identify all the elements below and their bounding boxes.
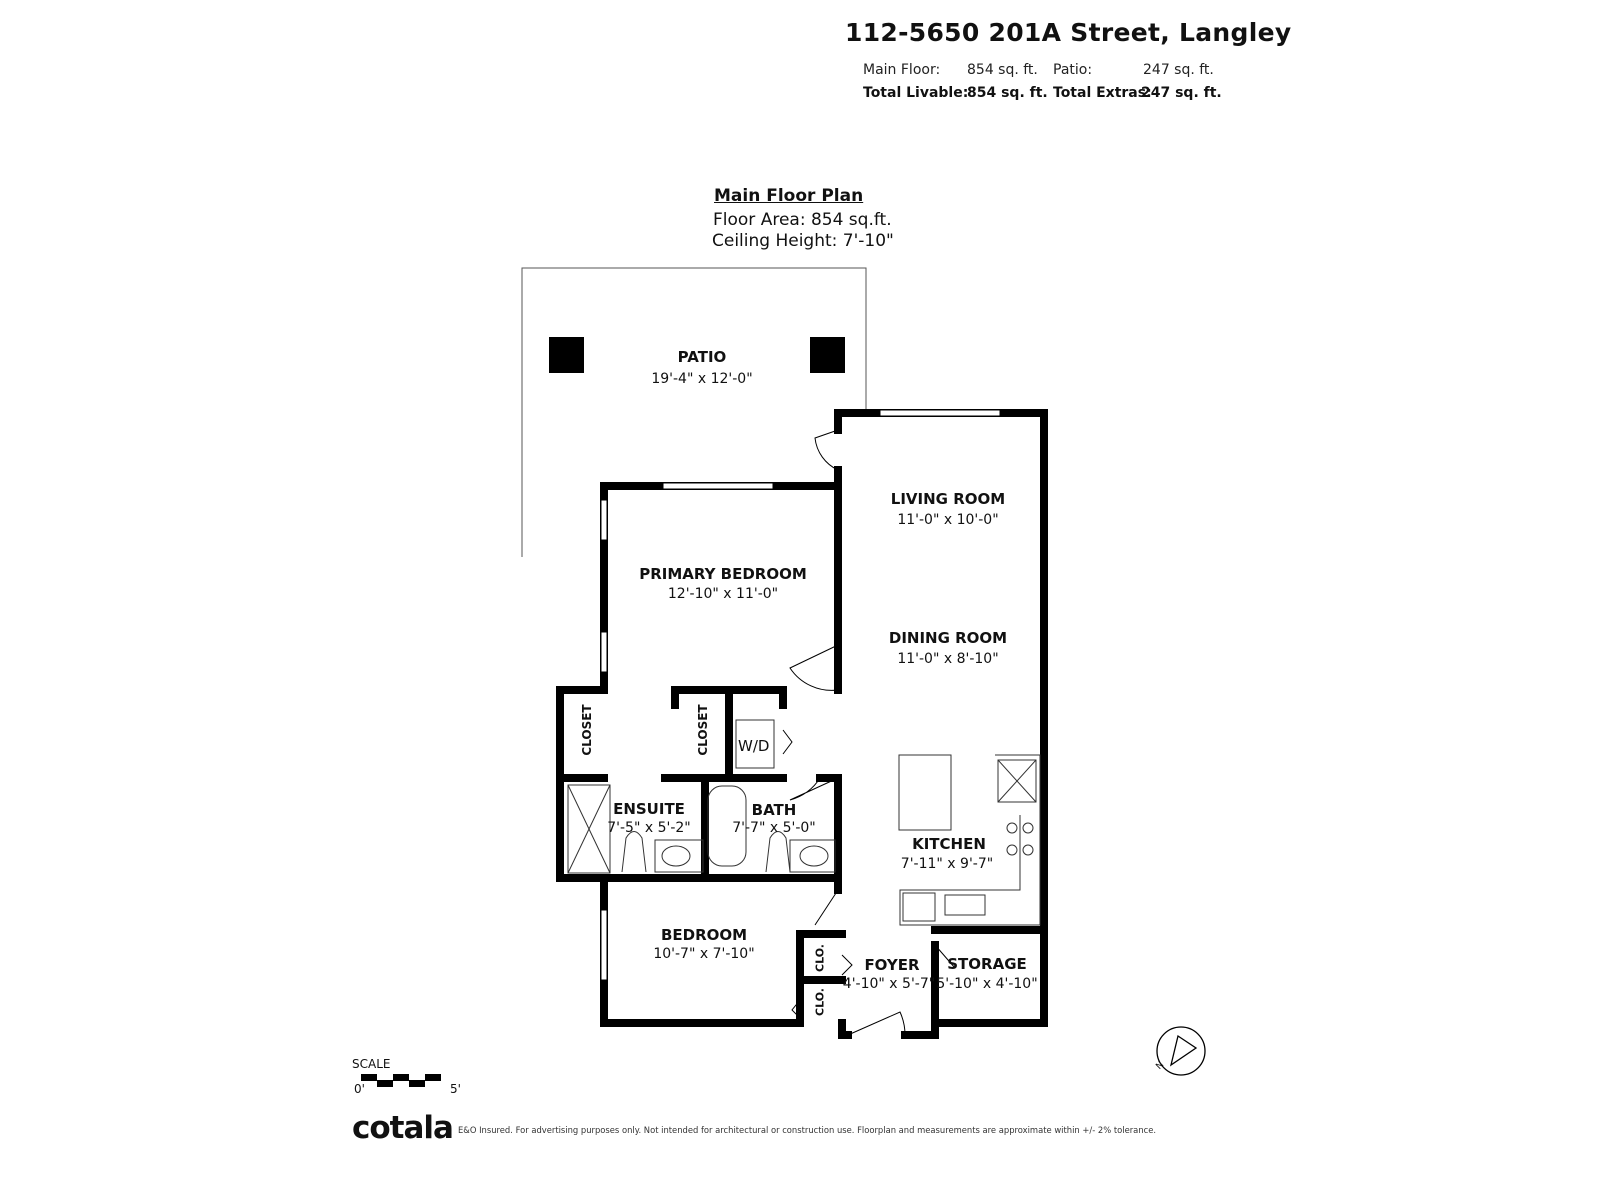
room-name-bedroom: BEDROOM bbox=[660, 926, 748, 944]
room-name-wd: W/D bbox=[738, 737, 770, 755]
ensuite-toilet bbox=[621, 831, 647, 873]
room-dim-primary: 12'-10" x 11'-0" bbox=[667, 586, 779, 602]
room-name-closet-1: CLOSET bbox=[580, 704, 594, 756]
fixtures bbox=[567, 719, 1041, 926]
room-name-primary: PRIMARY BEDROOM bbox=[639, 565, 807, 583]
total-livable-value: 854 sq. ft. bbox=[967, 85, 1048, 101]
patio-column bbox=[549, 337, 584, 373]
total-livable-label: Total Livable: bbox=[863, 85, 969, 101]
total-extras-value: 247 sq. ft. bbox=[1141, 85, 1222, 101]
floor-area: Floor Area: 854 sq.ft. bbox=[713, 210, 892, 230]
room-name-ensuite: ENSUITE bbox=[613, 800, 685, 818]
room-name-bath: BATH bbox=[751, 801, 797, 819]
room-dim-patio: 19'-4" x 12'-0" bbox=[651, 371, 753, 387]
room-name-clo-2: CLO. bbox=[813, 988, 827, 1016]
ceiling-height: Ceiling Height: 7'-10" bbox=[712, 231, 894, 251]
shower bbox=[567, 784, 611, 874]
bath-toilet bbox=[765, 831, 791, 873]
room-dim-bedroom: 10'-7" x 7'-10" bbox=[653, 946, 755, 962]
bath-sink bbox=[789, 839, 836, 873]
stove bbox=[1006, 822, 1034, 856]
room-name-storage: STORAGE bbox=[947, 955, 1027, 973]
total-extras-label: Total Extras: bbox=[1053, 85, 1152, 101]
room-name-dining: DINING ROOM bbox=[888, 629, 1008, 647]
room-dim-dining: 11'-0" x 8'-10" bbox=[897, 651, 999, 667]
scale-end: 5' bbox=[450, 1082, 461, 1096]
kitchen-sink bbox=[944, 894, 986, 916]
main-floor-value: 854 sq. ft. bbox=[967, 62, 1038, 78]
dishwasher bbox=[902, 892, 936, 922]
patio-column bbox=[810, 337, 845, 373]
room-name-foyer: FOYER bbox=[864, 956, 920, 974]
disclaimer: E&O Insured. For advertising purposes on… bbox=[458, 1125, 1157, 1135]
patio-outline bbox=[521, 267, 867, 557]
address-title: 112-5650 201A Street, Langley bbox=[845, 18, 1292, 47]
kitchen-island bbox=[898, 754, 952, 831]
room-name-kitchen: KITCHEN bbox=[912, 835, 986, 853]
doors bbox=[782, 429, 956, 1036]
room-dim-living: 11'-0" x 10'-0" bbox=[897, 512, 999, 528]
room-dim-bath: 7'-7" x 5'-0" bbox=[732, 820, 816, 836]
room-name-living: LIVING ROOM bbox=[890, 490, 1006, 508]
walls bbox=[556, 409, 1048, 1039]
patio-value: 247 sq. ft. bbox=[1143, 62, 1214, 78]
scale-label: SCALE bbox=[352, 1057, 391, 1071]
room-dim-kitchen: 7'-11" x 9'-7" bbox=[900, 856, 994, 872]
room-name-patio: PATIO bbox=[677, 348, 727, 366]
brand-logo: cotala bbox=[352, 1110, 454, 1146]
room-dim-storage: 5'-10" x 4'-10" bbox=[936, 976, 1038, 992]
room-name-closet-2: CLOSET bbox=[696, 704, 710, 756]
room-name-clo-1: CLO. bbox=[813, 944, 827, 972]
room-dim-ensuite: 7'-5" x 5'-2" bbox=[607, 820, 691, 836]
plan-title: Main Floor Plan bbox=[714, 186, 864, 206]
scale-start: 0' bbox=[354, 1082, 365, 1096]
bathtub bbox=[707, 785, 747, 867]
room-dim-foyer: 4'-10" x 5'-7" bbox=[842, 976, 936, 992]
main-floor-label: Main Floor: bbox=[863, 62, 941, 78]
patio-label: Patio: bbox=[1053, 62, 1093, 78]
windows bbox=[600, 409, 1001, 981]
fridge bbox=[997, 759, 1037, 803]
ensuite-sink bbox=[654, 839, 704, 873]
washer-dryer bbox=[735, 719, 775, 769]
